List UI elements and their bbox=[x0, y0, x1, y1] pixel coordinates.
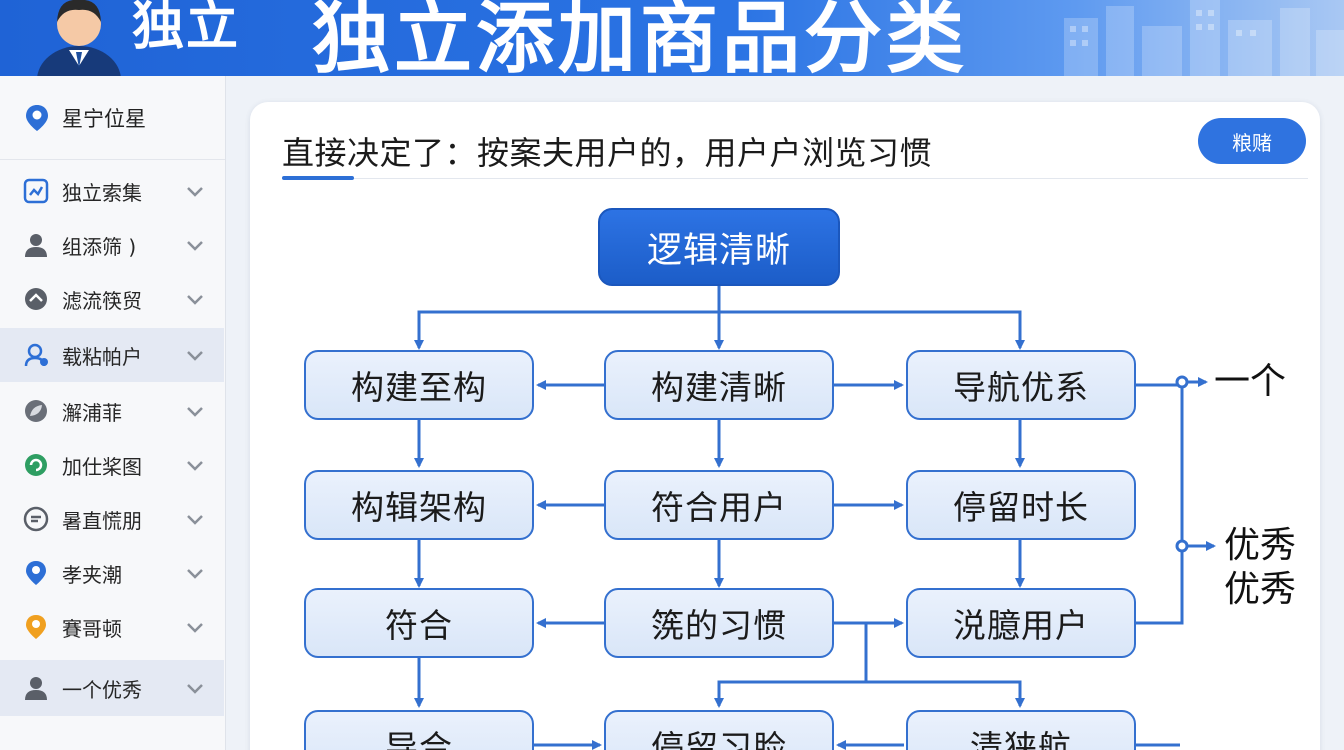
chevron-down-icon bbox=[187, 351, 203, 361]
sidebar-item-5[interactable]: 澥浦菲 bbox=[0, 384, 224, 438]
node-r2c3[interactable]: 停留时长 bbox=[906, 470, 1136, 540]
header-small-title: 独立 bbox=[132, 0, 241, 57]
sidebar-item-9[interactable]: 賽哥顿 bbox=[0, 600, 224, 654]
sidebar-item-label: 賽哥顿 bbox=[62, 616, 122, 641]
page-title: 独立添加商品分类 bbox=[312, 0, 969, 76]
node-r4c3[interactable]: 清狭航 bbox=[906, 710, 1136, 750]
user-group-icon bbox=[22, 341, 50, 369]
chevron-down-icon bbox=[187, 241, 203, 251]
node-r3c3[interactable]: 涚臆用户 bbox=[906, 588, 1136, 658]
node-r3c2[interactable]: 箲的习惯 bbox=[604, 588, 834, 658]
chevron-down-icon bbox=[187, 623, 203, 633]
node-r2c1[interactable]: 构辑架构 bbox=[304, 470, 534, 540]
sidebar: 星宁位星 独立索集 组添筛 ) 滤流筷贸 载粘帕户 澥浦菲 bbox=[0, 76, 226, 750]
sidebar-item-2[interactable]: 组添筛 ) bbox=[0, 218, 224, 272]
sidebar-item-label: 滤流筷贸 bbox=[62, 288, 142, 313]
chevron-down-icon bbox=[187, 515, 203, 525]
sidebar-item-label: 载粘帕户 bbox=[62, 344, 142, 369]
location-pin-icon bbox=[26, 104, 48, 131]
chat-icon bbox=[22, 505, 50, 533]
header-banner: 独立 独立添加商品分类 bbox=[0, 0, 1344, 76]
sidebar-item-label: 一个优秀 bbox=[62, 677, 142, 702]
right-label-lower-1: 优秀 bbox=[1224, 525, 1297, 566]
chevron-down-icon bbox=[187, 187, 203, 197]
sidebar-item-4[interactable]: 载粘帕户 bbox=[0, 328, 224, 382]
sidebar-item-1[interactable]: 独立索集 bbox=[0, 164, 224, 218]
node-r3c1[interactable]: 符合 bbox=[304, 588, 534, 658]
sidebar-item-label: 组添筛 ) bbox=[62, 234, 137, 259]
chevron-down-icon bbox=[187, 295, 203, 305]
sidebar-header[interactable]: 星宁位星 bbox=[0, 76, 225, 160]
sidebar-item-3[interactable]: 滤流筷贸 bbox=[0, 272, 224, 326]
card-title: 直接决定了：按案夫用户的，用户户浏览习惯 bbox=[282, 134, 933, 172]
sidebar-item-6[interactable]: 加仕桨图 bbox=[0, 438, 224, 492]
leaf-icon bbox=[22, 397, 50, 425]
root-node[interactable]: 逻辑清晰 bbox=[598, 208, 840, 286]
sidebar-item-7[interactable]: 暑直慌朋 bbox=[0, 492, 224, 546]
chevron-down-icon bbox=[187, 569, 203, 579]
action-pill-button[interactable]: 粮赌 bbox=[1198, 118, 1306, 164]
sidebar-item-label: 澥浦菲 bbox=[62, 400, 122, 425]
sidebar-header-label: 星宁位星 bbox=[62, 106, 146, 131]
city-skyline-decoration bbox=[1064, 0, 1344, 76]
node-r1c3[interactable]: 导航优系 bbox=[906, 350, 1136, 420]
refresh-icon bbox=[22, 451, 50, 479]
share-icon bbox=[22, 285, 50, 313]
chevron-down-icon bbox=[187, 684, 203, 694]
title-divider bbox=[282, 178, 1308, 179]
image-icon bbox=[22, 177, 50, 205]
avatar bbox=[37, 0, 121, 76]
person-icon bbox=[22, 674, 50, 702]
sidebar-item-label: 暑直慌朋 bbox=[62, 508, 142, 533]
pin-icon bbox=[22, 559, 50, 587]
person-icon bbox=[22, 231, 50, 259]
node-r2c2[interactable]: 符合用户 bbox=[604, 470, 834, 540]
chevron-down-icon bbox=[187, 407, 203, 417]
sidebar-item-label: 独立索集 bbox=[62, 180, 142, 205]
right-label-upper: 一个 bbox=[1214, 361, 1287, 402]
title-underline bbox=[282, 176, 354, 180]
node-r1c2[interactable]: 构建清晰 bbox=[604, 350, 834, 420]
location-icon bbox=[22, 613, 50, 641]
node-r1c1[interactable]: 构建至构 bbox=[304, 350, 534, 420]
sidebar-item-label: 加仕桨图 bbox=[62, 454, 142, 479]
sidebar-item-10[interactable]: 一个优秀 bbox=[0, 660, 224, 716]
node-r4c2[interactable]: 停留习脸 bbox=[604, 710, 834, 750]
chevron-down-icon bbox=[187, 461, 203, 471]
sidebar-item-8[interactable]: 孝夹潮 bbox=[0, 546, 224, 600]
node-r4c1[interactable]: 导合 bbox=[304, 710, 534, 750]
sidebar-item-label: 孝夹潮 bbox=[62, 562, 122, 587]
right-label-lower-2: 优秀 bbox=[1224, 569, 1297, 610]
